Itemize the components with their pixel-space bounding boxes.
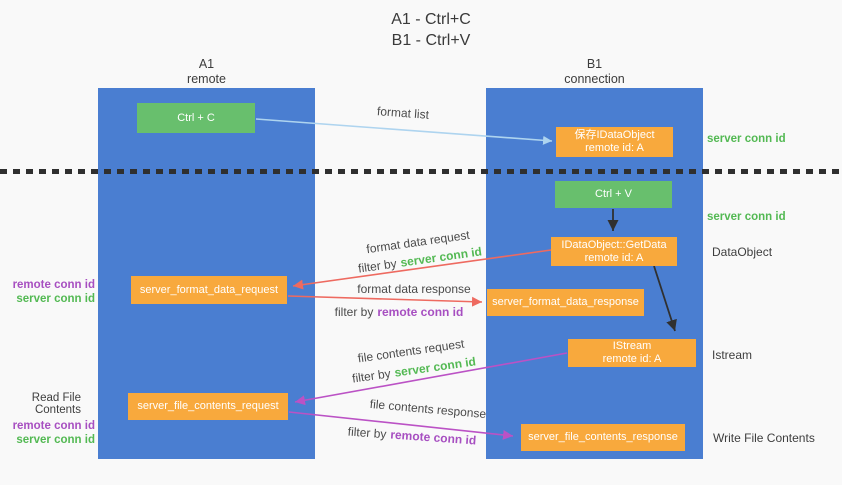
- save-idataobject-line2: remote id: A: [585, 142, 644, 154]
- annotation-server-conn-id-mid: server conn id: [707, 211, 786, 223]
- filter-by-text-4: filter by: [347, 424, 387, 442]
- node-ctrl-c: Ctrl + C: [137, 103, 255, 133]
- node-ctrl-v: Ctrl + V: [555, 181, 672, 208]
- annotation-read-file-contents: Read File Contents: [31, 392, 81, 416]
- column-a1-name: A1: [198, 57, 215, 71]
- annotation-group-file-request: Read File Contents remote conn id server…: [0, 392, 95, 447]
- ctrl-c-label: Ctrl + C: [177, 111, 215, 124]
- remote-conn-id-text-a: remote conn id: [377, 305, 464, 319]
- istream-line1: IStream: [612, 340, 652, 352]
- column-a1-role: remote: [187, 72, 226, 86]
- annotation-server-conn-id-top: server conn id: [707, 133, 786, 145]
- column-b1-role: connection: [564, 72, 625, 86]
- ctrl-v-label: Ctrl + V: [595, 188, 632, 200]
- node-server-file-contents-response: server_file_contents_response: [521, 424, 685, 451]
- phase-divider-dotted-line: [0, 169, 842, 174]
- annotation-server-conn-id-1: server conn id: [16, 292, 95, 305]
- diagram-title: A1 - Ctrl+C B1 - Ctrl+V: [20, 9, 842, 51]
- annotation-write-file-contents: Write File Contents: [713, 431, 815, 445]
- node-server-file-contents-request: server_file_contents_request: [128, 393, 288, 420]
- server-file-contents-request-label: server_file_contents_request: [137, 400, 279, 412]
- annotation-istream: Istream: [712, 348, 753, 362]
- title-line-b1: B1 - Ctrl+V: [391, 32, 471, 49]
- filter-by-text-3: filter by: [351, 366, 392, 386]
- annotation-remote-conn-id-2: remote conn id: [12, 420, 95, 432]
- istream-line2: remote id: A: [602, 353, 662, 365]
- filter-by-text-1: filter by: [357, 256, 398, 276]
- label-format-data-response: format data response: [357, 282, 471, 296]
- node-idataobject-getdata: IDataObject::GetData remote id: A: [551, 237, 677, 266]
- column-header-b1: B1 connection: [486, 57, 703, 87]
- node-server-format-data-response: server_format_data_response: [487, 289, 644, 316]
- save-idataobject-line1: 保存IDataObject: [574, 129, 655, 141]
- column-header-a1: A1 remote: [98, 57, 315, 87]
- column-b1-name: B1: [586, 57, 603, 71]
- label-format-list: format list: [376, 104, 430, 122]
- annotation-dataobject: DataObject: [712, 245, 773, 259]
- arrow-format-data-response: [287, 295, 483, 307]
- annotation-server-conn-id-2: server conn id: [16, 433, 95, 446]
- node-istream: IStream remote id: A: [568, 339, 696, 367]
- node-save-idataobject: 保存IDataObject remote id: A: [556, 127, 673, 157]
- node-server-format-data-request: server_format_data_request: [131, 276, 287, 304]
- server-format-data-request-label: server_format_data_request: [139, 283, 279, 296]
- annotation-group-format-request: remote conn id server conn id: [0, 279, 95, 306]
- getdata-line1: IDataObject::GetData: [561, 238, 667, 251]
- label-file-contents-response: file contents response: [369, 396, 487, 422]
- server-file-contents-response-label: server_file_contents_response: [528, 431, 678, 443]
- title-line-a1: A1 - Ctrl+C: [391, 11, 471, 28]
- remote-conn-id-text-b: remote conn id: [389, 427, 477, 448]
- annotation-remote-conn-id-1: remote conn id: [12, 279, 95, 291]
- filter-by-text-2: filter by: [334, 305, 374, 319]
- server-format-data-response-label: server_format_data_response: [492, 296, 639, 308]
- getdata-line2: remote id: A: [584, 251, 644, 264]
